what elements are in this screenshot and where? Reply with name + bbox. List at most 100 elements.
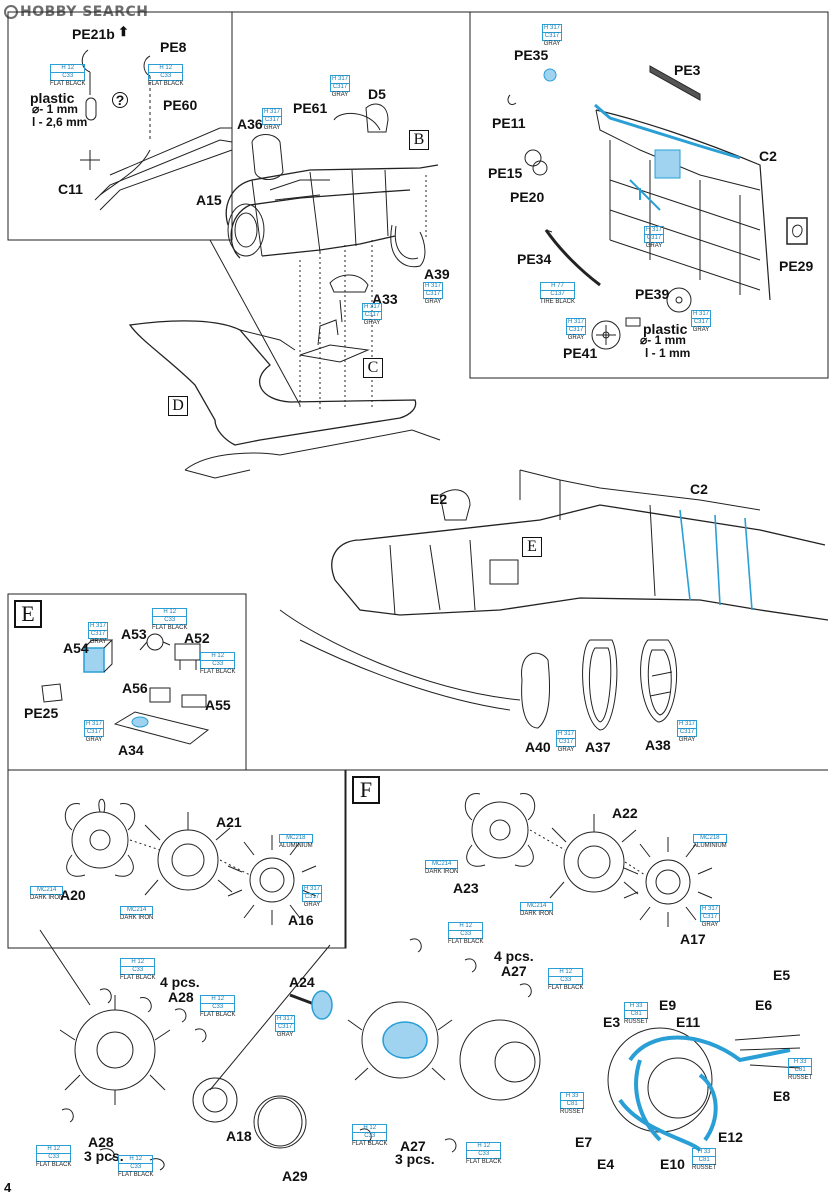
question-icon: ? <box>112 92 128 108</box>
label-c11: C11 <box>58 181 83 197</box>
label-pe15: PE15 <box>488 165 523 181</box>
label-pe39: PE39 <box>635 286 670 302</box>
label-e12: E12 <box>718 1129 743 1145</box>
label-pe21b: PE21b <box>72 26 115 42</box>
label-a33: A33 <box>372 291 398 307</box>
note-plastic-1: plastic <box>30 90 75 106</box>
engine-a21 <box>144 812 233 896</box>
note-plastic-1-length: l - 2,6 mm <box>32 115 88 129</box>
diameter-icon: ⌀ <box>32 102 40 116</box>
label-c2-lower: C2 <box>690 481 708 497</box>
label-pe29: PE29 <box>779 258 814 274</box>
note-qty-3pcs-a: 3 pcs. <box>84 1148 124 1164</box>
note-plastic-2-length: l - 1 mm <box>645 346 691 360</box>
label-e3: E3 <box>603 1014 621 1030</box>
label-a23: A23 <box>453 880 479 896</box>
section-marker-e-main: E <box>522 537 542 557</box>
label-e4: E4 <box>597 1156 615 1172</box>
label-a27-bottom: A27 <box>400 1138 426 1154</box>
label-a24: A24 <box>289 974 315 990</box>
section-marker-b: B <box>409 130 429 150</box>
section-marker-f: F <box>352 776 380 804</box>
label-a56: A56 <box>122 680 148 696</box>
label-e8: E8 <box>773 1088 791 1104</box>
label-pe3: PE3 <box>674 62 701 78</box>
label-a27-top: A27 <box>501 963 527 979</box>
label-pe41: PE41 <box>563 345 598 361</box>
label-a16: A16 <box>288 912 314 928</box>
note-qty-4pcs-a: 4 pcs. <box>160 974 200 990</box>
label-pe60: PE60 <box>163 97 198 113</box>
note-qty-4pcs-b: 4 pcs. <box>494 948 534 964</box>
engine-a27-assy <box>347 1001 541 1101</box>
label-a54: A54 <box>63 640 89 656</box>
note-plastic-1-diameter: ⌀- 1 mm <box>32 102 78 116</box>
section-marker-c: C <box>363 358 383 378</box>
label-a17: A17 <box>680 931 706 947</box>
diameter-icon: ⌀ <box>640 333 648 347</box>
label-a20: A20 <box>60 887 86 903</box>
label-a28-top: A28 <box>168 989 194 1005</box>
label-a34: A34 <box>118 742 144 758</box>
label-a39: A39 <box>424 266 450 282</box>
label-a40: A40 <box>525 739 551 755</box>
label-pe25: PE25 <box>24 705 59 721</box>
label-e2: E2 <box>430 491 448 507</box>
label-pe35: PE35 <box>514 47 549 63</box>
note-plastic-2-diameter: ⌀- 1 mm <box>640 333 686 347</box>
engine-a23 <box>464 793 536 867</box>
label-d5: D5 <box>368 86 386 102</box>
label-e7: E7 <box>575 1134 593 1150</box>
label-a38: A38 <box>645 737 671 753</box>
label-e5: E5 <box>773 967 791 983</box>
label-a36: A36 <box>237 116 263 132</box>
label-a55: A55 <box>205 697 231 713</box>
note-qty-3pcs-b: 3 pcs. <box>395 1151 435 1167</box>
engine-a20 <box>64 798 136 877</box>
engine-a16 <box>227 835 317 925</box>
section-marker-d: D <box>168 396 188 416</box>
label-a15: A15 <box>196 192 222 208</box>
label-e10: E10 <box>660 1156 685 1172</box>
label-a52: A52 <box>184 630 210 646</box>
label-e6: E6 <box>755 997 773 1013</box>
section-marker-e: E <box>14 600 42 628</box>
label-pe11: PE11 <box>492 115 526 131</box>
page-number: 4 <box>4 1180 12 1195</box>
engine-a22 <box>549 814 639 899</box>
arrow-icon: ⬆ <box>118 24 129 39</box>
